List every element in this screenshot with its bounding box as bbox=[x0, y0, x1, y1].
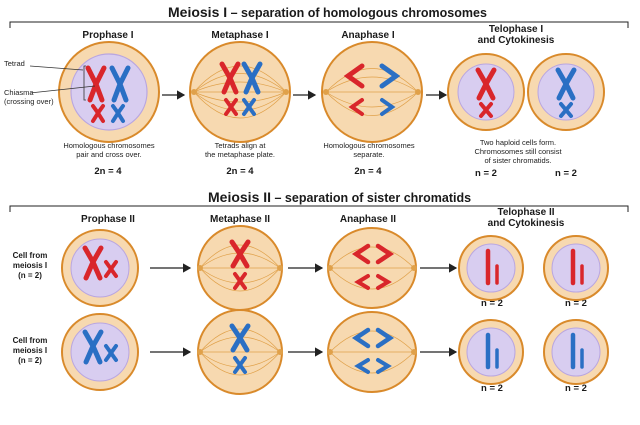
cell-telophase-1-right bbox=[527, 53, 605, 131]
ploidy-prophase-1: 2n = 4 bbox=[94, 166, 122, 177]
chiasma-pointer bbox=[29, 85, 96, 94]
stage-telophase-2: Telophase II and Cytokinesis bbox=[487, 207, 565, 229]
meiosis2-title: Meiosis II – separation of sister chroma… bbox=[208, 189, 471, 205]
stage-prophase-1: Prophase I bbox=[82, 30, 134, 41]
ploidy-telophase-2-row2-left: n = 2 bbox=[481, 383, 503, 394]
ploidy-telophase-2-row2-right: n = 2 bbox=[565, 383, 587, 394]
cell-anaphase-2-blue bbox=[327, 311, 417, 393]
cell-metaphase-2-blue bbox=[197, 309, 283, 395]
stage-prophase-2: Prophase II bbox=[81, 214, 135, 225]
label-tetrad: Tetrad bbox=[4, 59, 25, 68]
meiosis2-title-rest: – separation of sister chromatids bbox=[271, 191, 472, 205]
ploidy-telophase-1-left: n = 2 bbox=[475, 168, 497, 179]
cell-prophase-2-blue bbox=[61, 313, 139, 391]
stage-metaphase-2: Metaphase II bbox=[209, 214, 271, 225]
caption-anaphase-1: Homologous chromosomes separate. bbox=[323, 141, 415, 159]
meiosis1-bracket bbox=[9, 21, 629, 28]
cell-metaphase-2-red bbox=[197, 225, 283, 311]
cell-anaphase-2-red bbox=[327, 227, 417, 309]
cell-metaphase-1 bbox=[189, 41, 291, 143]
stage-metaphase-1: Metaphase I bbox=[211, 30, 269, 41]
stage-telophase-1: Telophase I and Cytokinesis bbox=[477, 24, 555, 46]
ploidy-metaphase-1: 2n = 4 bbox=[226, 166, 254, 177]
ploidy-telophase-2-row1-right: n = 2 bbox=[565, 298, 587, 309]
ploidy-telophase-1-right: n = 2 bbox=[555, 168, 577, 179]
cell-anaphase-1 bbox=[321, 41, 423, 143]
row-label-1: Cell from meiosis I (n = 2) bbox=[12, 251, 48, 280]
meiosis2-title-bold: Meiosis II bbox=[208, 189, 272, 205]
meiosis2-bracket bbox=[9, 205, 629, 212]
tetrad-pointer bbox=[29, 65, 84, 71]
ploidy-anaphase-1: 2n = 4 bbox=[354, 166, 382, 177]
cell-telophase-2-red-right bbox=[543, 235, 609, 301]
meiosis1-title: Meiosis I – separation of homologous chr… bbox=[168, 4, 487, 20]
cell-telophase-2-blue-right bbox=[543, 319, 609, 385]
cell-telophase-1-left bbox=[447, 53, 525, 131]
meiosis1-title-rest: – separation of homologous chromosomes bbox=[227, 6, 487, 20]
cell-telophase-2-red-left bbox=[458, 235, 524, 301]
stage-anaphase-2: Anaphase II bbox=[339, 214, 397, 225]
cell-prophase-1 bbox=[29, 41, 160, 143]
label-chiasma: Chiasma (crossing over) bbox=[4, 88, 54, 106]
cell-prophase-2-red bbox=[61, 229, 139, 307]
meiosis1-title-bold: Meiosis I bbox=[168, 4, 228, 20]
stage-anaphase-1: Anaphase I bbox=[341, 30, 395, 41]
cell-telophase-2-blue-left bbox=[458, 319, 524, 385]
row-label-2: Cell from meiosis I (n = 2) bbox=[12, 336, 48, 365]
caption-telophase-1: Two haploid cells form. Chromosomes stil… bbox=[474, 138, 562, 165]
caption-metaphase-1: Tetrads align at the metaphase plate. bbox=[204, 141, 276, 159]
caption-prophase-1: Homologous chromosomes pair and cross ov… bbox=[63, 141, 155, 159]
ploidy-telophase-2-row1-left: n = 2 bbox=[481, 298, 503, 309]
